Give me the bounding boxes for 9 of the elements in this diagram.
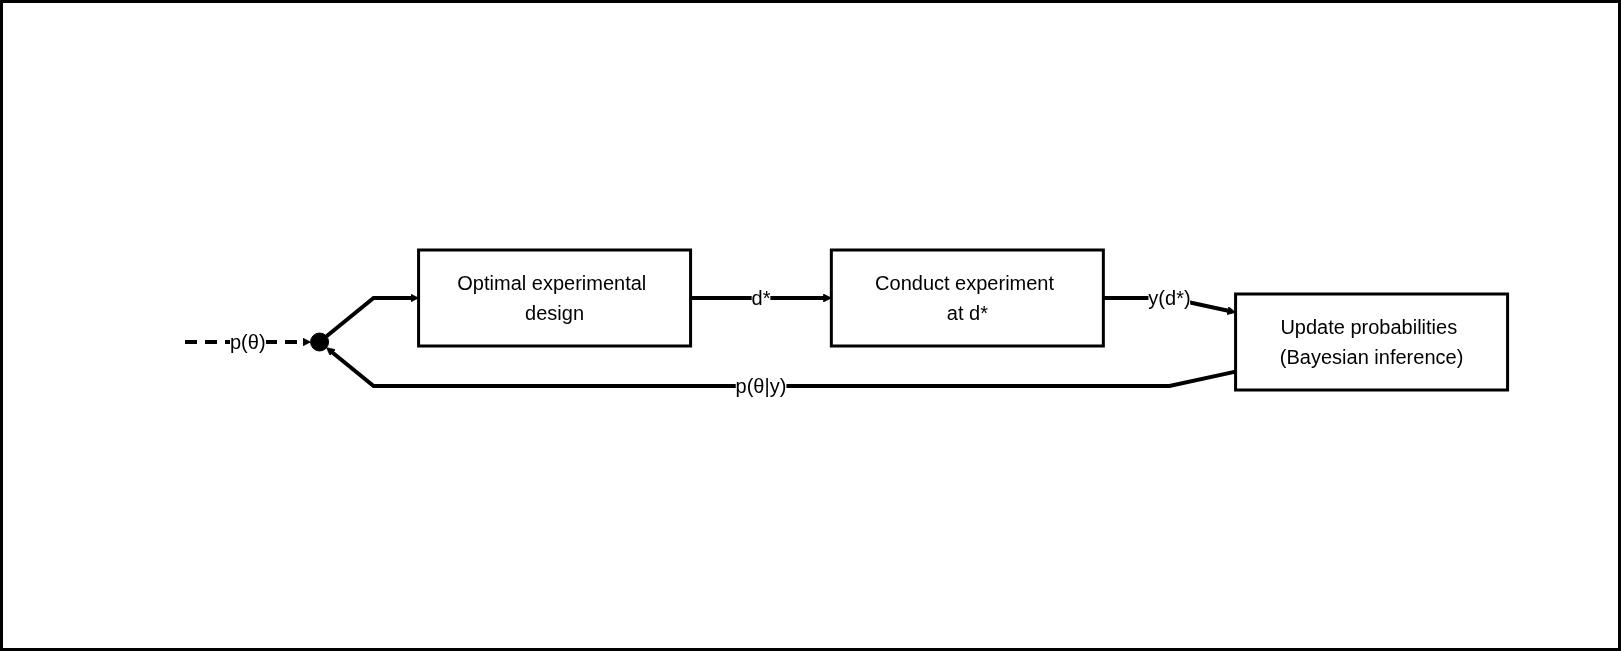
node-circle	[310, 332, 330, 352]
arrow	[690, 293, 832, 303]
node-box: Update probabilities (Bayesian inference)	[1234, 292, 1510, 392]
edge-label: p(θ)	[230, 331, 266, 353]
edge-label: d*	[751, 287, 771, 309]
edge-label: y(d*)	[1148, 287, 1191, 309]
edge-label: p(θ|y)	[735, 375, 787, 397]
node-box: Conduct experiment at d*	[830, 248, 1106, 348]
node-box: Optimal experimental design	[417, 248, 693, 348]
